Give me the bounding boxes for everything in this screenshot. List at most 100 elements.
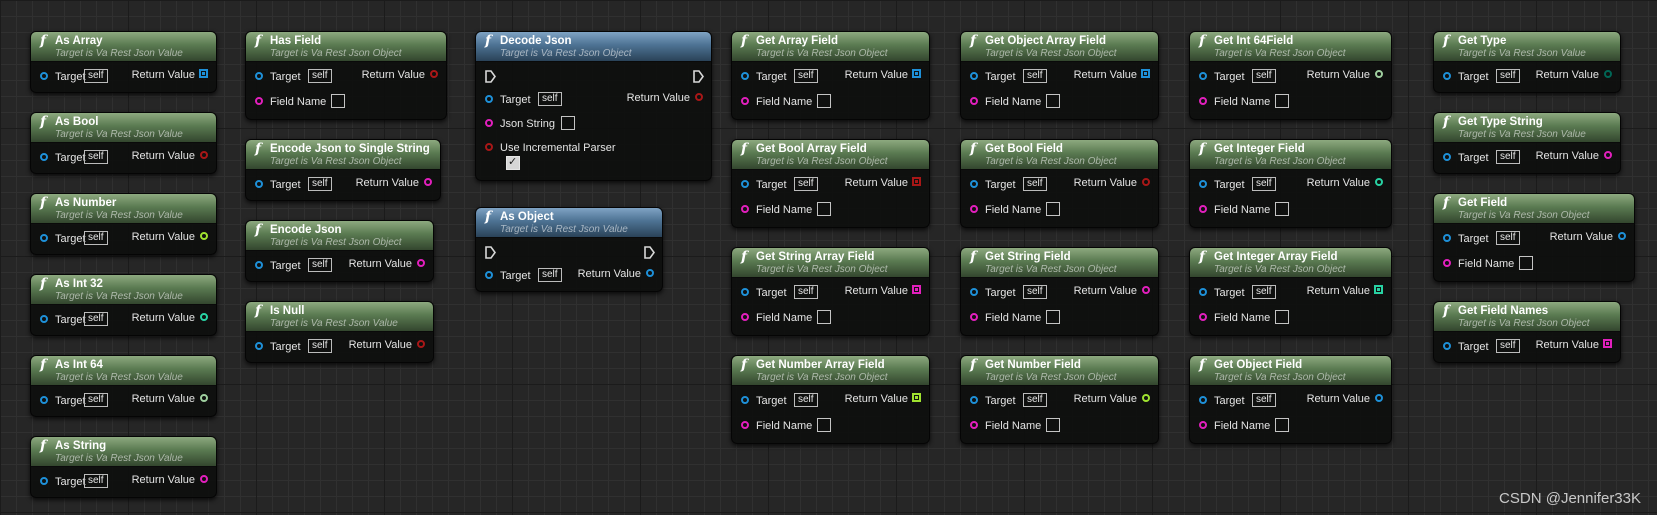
field-name-input[interactable] xyxy=(331,94,345,108)
return-value-array-pin[interactable] xyxy=(1374,285,1383,294)
self-box[interactable]: self xyxy=(1496,231,1520,245)
self-box[interactable]: self xyxy=(1252,393,1276,407)
self-box[interactable]: self xyxy=(84,393,108,407)
return-value-array-pin[interactable] xyxy=(199,69,208,78)
return-value-pin[interactable] xyxy=(430,70,438,78)
self-box[interactable]: self xyxy=(794,69,818,83)
field-name-input[interactable] xyxy=(1046,202,1060,216)
field-name-pin[interactable] xyxy=(741,97,749,105)
target-pin[interactable] xyxy=(1199,396,1207,404)
target-pin[interactable] xyxy=(40,477,48,485)
target-pin[interactable] xyxy=(40,234,48,242)
target-pin[interactable] xyxy=(1199,180,1207,188)
field-name-input[interactable] xyxy=(1275,202,1289,216)
return-value-pin[interactable] xyxy=(646,269,654,277)
return-value-array-pin[interactable] xyxy=(912,177,921,186)
self-box[interactable]: self xyxy=(84,231,108,245)
return-value-pin[interactable] xyxy=(424,178,432,186)
self-box[interactable]: self xyxy=(1252,177,1276,191)
target-pin[interactable] xyxy=(1443,342,1451,350)
return-value-pin[interactable] xyxy=(1604,151,1612,159)
target-pin[interactable] xyxy=(970,180,978,188)
field-name-pin[interactable] xyxy=(1199,97,1207,105)
target-pin[interactable] xyxy=(1443,72,1451,80)
field-name-pin[interactable] xyxy=(255,97,263,105)
self-box[interactable]: self xyxy=(308,177,332,191)
return-value-pin[interactable] xyxy=(1604,70,1612,78)
target-pin[interactable] xyxy=(741,288,749,296)
field-name-pin[interactable] xyxy=(741,205,749,213)
return-value-pin[interactable] xyxy=(1375,178,1383,186)
self-box[interactable]: self xyxy=(1496,339,1520,353)
field-name-pin[interactable] xyxy=(970,97,978,105)
target-pin[interactable] xyxy=(970,72,978,80)
return-value-array-pin[interactable] xyxy=(912,69,921,78)
return-value-pin[interactable] xyxy=(1142,286,1150,294)
return-value-pin[interactable] xyxy=(200,394,208,402)
target-pin[interactable] xyxy=(255,72,263,80)
field-name-pin[interactable] xyxy=(1199,205,1207,213)
return-value-array-pin[interactable] xyxy=(1603,339,1612,348)
target-pin[interactable] xyxy=(970,288,978,296)
self-box[interactable]: self xyxy=(1496,150,1520,164)
field-name-pin[interactable] xyxy=(1199,313,1207,321)
target-pin[interactable] xyxy=(1199,288,1207,296)
self-box[interactable]: self xyxy=(794,285,818,299)
target-pin[interactable] xyxy=(255,180,263,188)
self-box[interactable]: self xyxy=(1023,69,1047,83)
self-box[interactable]: self xyxy=(84,150,108,164)
return-value-pin[interactable] xyxy=(1142,178,1150,186)
field-name-pin[interactable] xyxy=(1443,259,1451,267)
json-string-pin[interactable] xyxy=(485,119,493,127)
target-pin[interactable] xyxy=(40,153,48,161)
field-name-pin[interactable] xyxy=(741,313,749,321)
self-box[interactable]: self xyxy=(84,69,108,83)
return-value-pin[interactable] xyxy=(200,475,208,483)
field-name-input[interactable] xyxy=(1275,418,1289,432)
self-box[interactable]: self xyxy=(308,258,332,272)
field-name-input[interactable] xyxy=(817,418,831,432)
return-value-pin[interactable] xyxy=(200,232,208,240)
target-pin[interactable] xyxy=(741,396,749,404)
return-value-array-pin[interactable] xyxy=(1141,69,1150,78)
target-pin[interactable] xyxy=(40,396,48,404)
target-pin[interactable] xyxy=(741,180,749,188)
target-pin[interactable] xyxy=(741,72,749,80)
field-name-pin[interactable] xyxy=(741,421,749,429)
self-box[interactable]: self xyxy=(1252,285,1276,299)
self-box[interactable]: self xyxy=(1496,69,1520,83)
return-value-array-pin[interactable] xyxy=(912,393,921,402)
field-name-input[interactable] xyxy=(817,202,831,216)
target-pin[interactable] xyxy=(1443,234,1451,242)
target-pin[interactable] xyxy=(970,396,978,404)
